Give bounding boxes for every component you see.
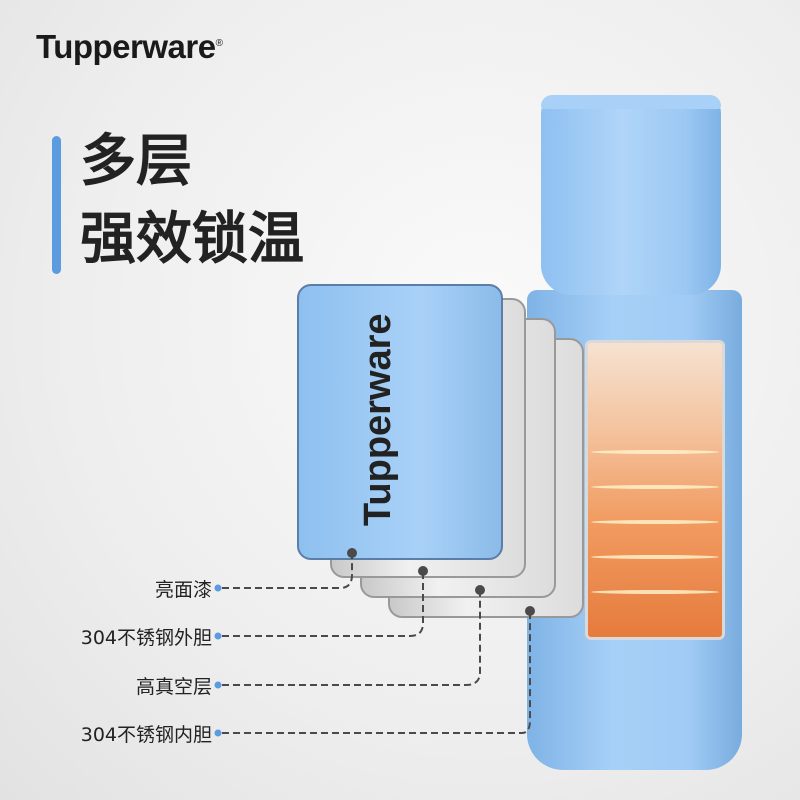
label-dot: [214, 632, 222, 640]
bottle-cap: [541, 95, 721, 295]
cutaway-window: [585, 340, 725, 640]
layer-label-vacuum: 高真空层: [135, 676, 212, 698]
headline-line2: 强效锁温: [80, 207, 304, 272]
layer-label-outer-steel: 304不锈钢外胆: [80, 627, 212, 649]
headline-line1: 多层: [80, 129, 192, 194]
accent-bar: [52, 136, 61, 274]
layer-label-gloss-paint: 亮面漆: [154, 579, 212, 601]
label-dot: [214, 681, 222, 689]
marker-dot: [525, 606, 535, 616]
layer-label-inner-steel: 304不锈钢内胆: [80, 724, 212, 746]
layer-gloss-paint: Tupperware: [297, 284, 503, 560]
label-dot: [214, 729, 222, 737]
marker-dot: [475, 585, 485, 595]
brand-logo: Tupperware®: [36, 28, 223, 65]
label-dot: [214, 584, 222, 592]
marker-dot: [418, 566, 428, 576]
marker-dot: [347, 548, 357, 558]
bottle-cap-top: [541, 95, 721, 109]
